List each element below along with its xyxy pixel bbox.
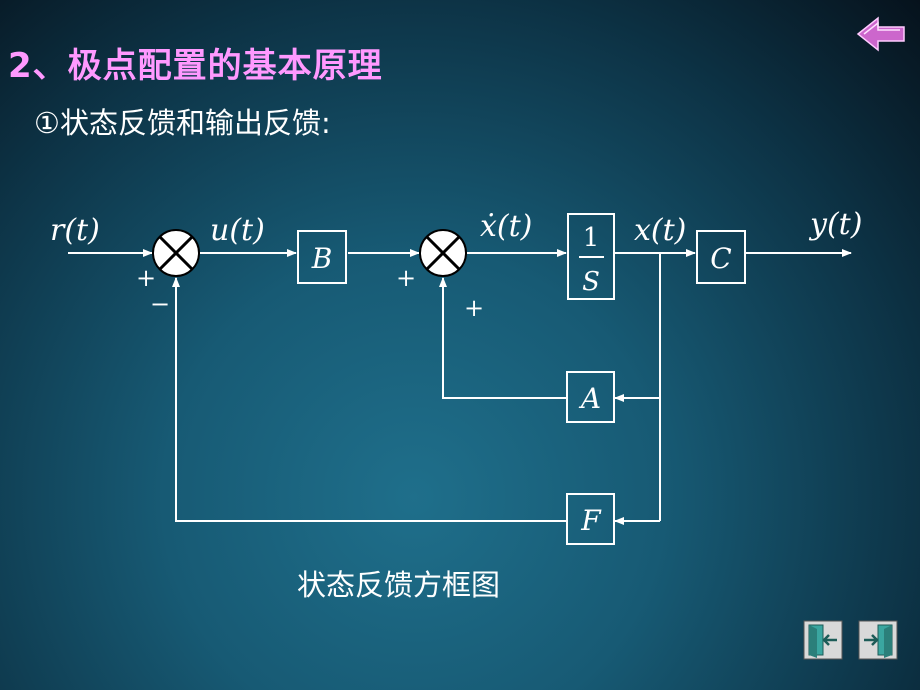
signal-y: y(t)	[808, 207, 862, 242]
signal-r: r(t)	[50, 213, 100, 248]
signal-x: x(t)	[634, 213, 686, 248]
sign-sum1-plus: +	[136, 264, 156, 292]
block-integrator	[567, 213, 615, 300]
door-enter-icon[interactable]	[803, 620, 843, 660]
block-F	[566, 493, 615, 545]
label-A: A	[578, 382, 601, 415]
summing-junction-2	[419, 229, 467, 277]
slide-title: 2、极点配置的基本原理	[8, 46, 383, 86]
label-integrator-den: S	[582, 267, 600, 297]
slide-subtitle: ①状态反馈和输出反馈:	[34, 106, 331, 140]
label-B: B	[311, 242, 333, 275]
label-C: C	[710, 242, 731, 275]
sign-sum1-minus: −	[150, 290, 170, 318]
label-F: F	[580, 504, 602, 537]
block-B	[297, 230, 347, 284]
block-A	[566, 371, 615, 423]
block-C	[696, 230, 746, 284]
label-integrator-num: 1	[583, 223, 600, 253]
signal-x-dot: ẋ(t)	[480, 209, 532, 244]
sign-sum2-plus-bottom: +	[464, 294, 484, 322]
signal-u: u(t)	[210, 213, 265, 248]
summing-junction-1	[152, 229, 200, 277]
sign-sum2-plus-left: +	[396, 264, 416, 292]
diagram-caption: 状态反馈方框图	[297, 568, 501, 602]
back-arrow-icon[interactable]	[856, 16, 906, 52]
wire-F-to-sum1	[172, 277, 567, 522]
door-exit-icon[interactable]	[858, 620, 898, 660]
wire-A-to-sum2	[439, 277, 567, 399]
